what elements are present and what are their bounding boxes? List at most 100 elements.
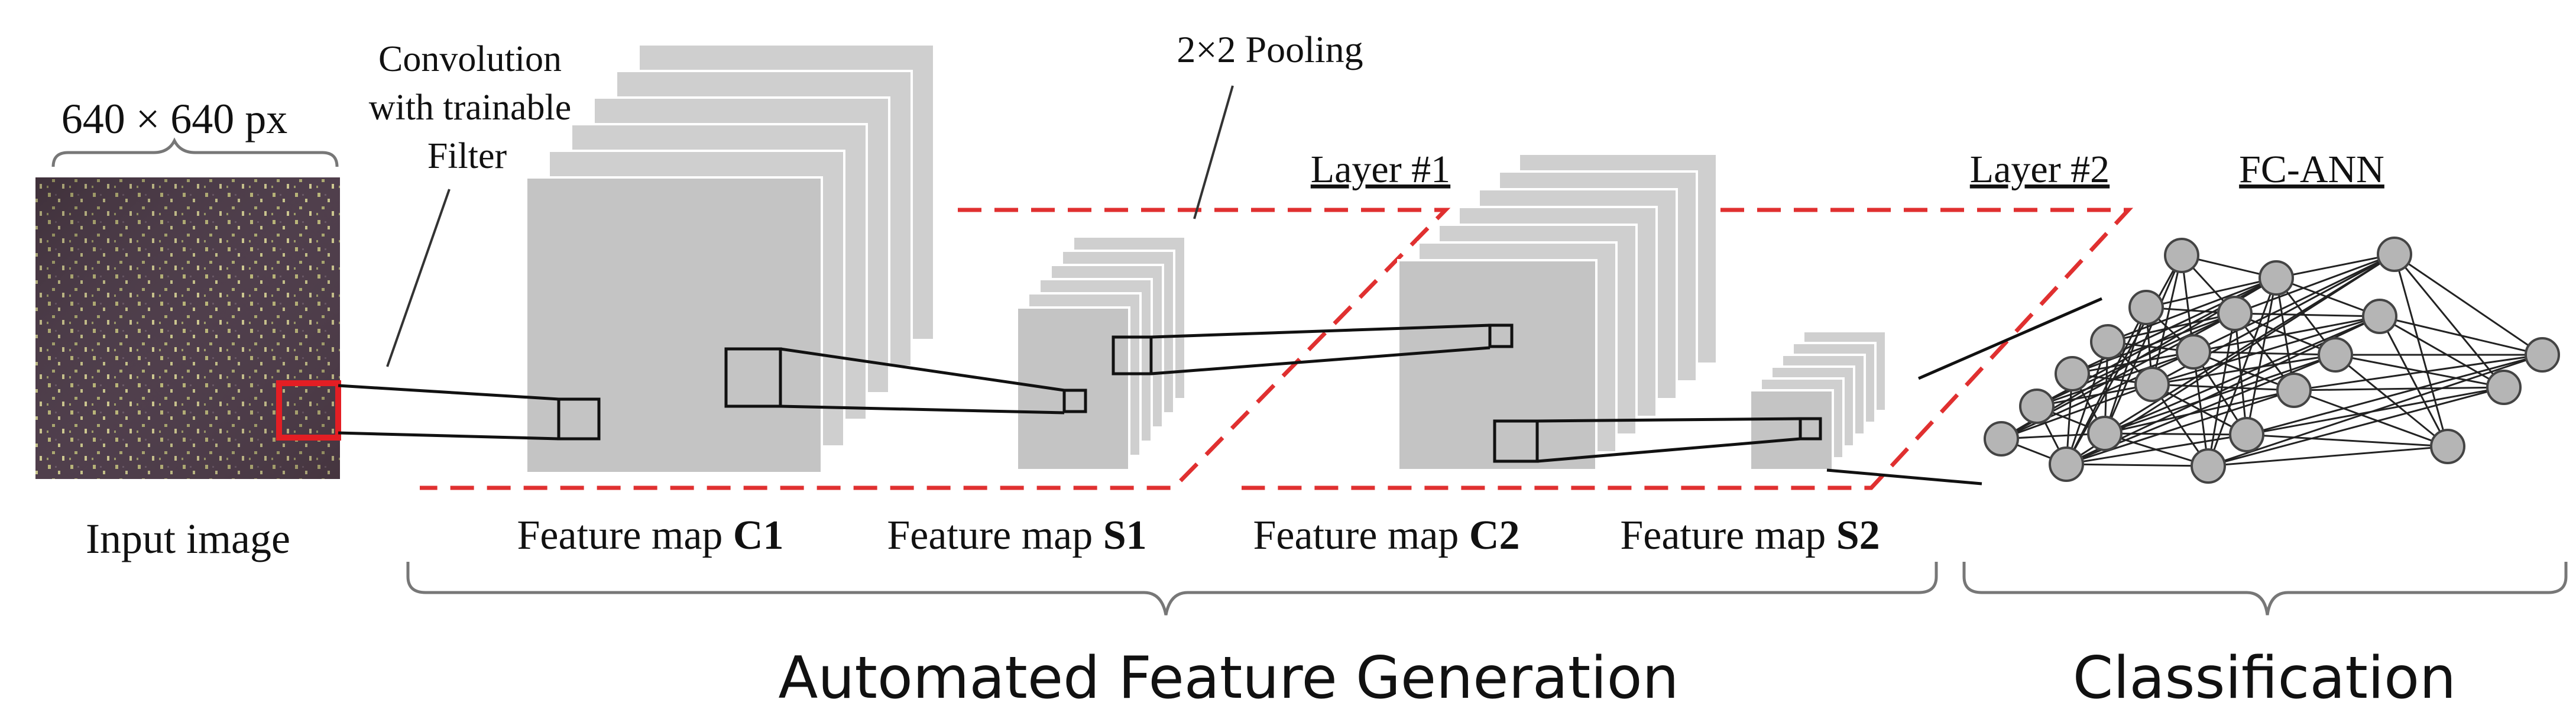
feature-map-c2-layer <box>1397 259 1598 471</box>
neuron-layer-4 <box>2486 370 2522 405</box>
fc-connection <box>2151 315 2380 386</box>
neuron-layer-3 <box>2191 448 2226 484</box>
fc-connection <box>2072 351 2194 375</box>
kernel-projection-c1-s1 <box>724 347 1087 415</box>
kernel-projection-c2-s2 <box>1493 417 1822 463</box>
neuron-layer-3 <box>2229 417 2264 452</box>
fc-connection <box>2001 383 2153 440</box>
fc-connection <box>2151 383 2295 391</box>
fc-connection <box>2104 307 2147 434</box>
fc-connection <box>2379 315 2504 389</box>
fc-connection <box>2104 255 2183 434</box>
fc-connection <box>2065 307 2147 465</box>
kernel-projection-s1-c2 <box>1112 323 1514 376</box>
feature-map-s2-label: Feature map S2 <box>1620 513 1880 558</box>
fc-connection <box>2394 253 2543 356</box>
fc-connection <box>2393 254 2505 388</box>
fc-connection <box>2335 354 2448 448</box>
feature-map-stack-s2 <box>1749 330 1887 471</box>
fc-connection <box>2146 277 2277 309</box>
fc-connection <box>2276 253 2395 279</box>
feature-map-c1-prefix: Feature map <box>517 513 733 558</box>
feature-map-stack-c2 <box>1397 153 1718 471</box>
s2-to-fc-connection <box>1826 297 2102 486</box>
fc-connection <box>2234 253 2395 315</box>
fc-connection <box>2104 253 2395 435</box>
feature-map-c1-name: C1 <box>733 513 784 558</box>
neuron-layer-2 <box>2049 446 2084 482</box>
fc-connection <box>2379 316 2449 447</box>
convolution-label-line1: Convolution <box>378 39 562 79</box>
fc-connection <box>2293 354 2543 391</box>
fc-connection <box>2036 383 2153 407</box>
fc-connection <box>2066 389 2295 465</box>
neuron-layer-2 <box>2259 260 2294 296</box>
feature-map-s2-name: S2 <box>1836 513 1880 558</box>
feature-map-s1-name: S1 <box>1103 513 1147 558</box>
fc-connection <box>2072 312 2235 375</box>
feature-map-c2-name: C2 <box>1469 513 1520 558</box>
fc-connection <box>2207 313 2236 467</box>
fc-connection <box>2246 386 2504 436</box>
fc-connection <box>2193 351 2295 391</box>
neuron-layer-2 <box>2087 416 2123 451</box>
fc-ann-network <box>1984 237 2560 484</box>
input-size-brace <box>51 137 339 167</box>
neuron-layer-1 <box>2055 356 2090 391</box>
fc-connection <box>2065 255 2183 465</box>
fc-connection <box>2104 389 2295 435</box>
input-size-label: 640 × 640 px <box>61 95 288 143</box>
convolution-label-line3: Filter <box>427 136 507 176</box>
neuron-layer-1 <box>2128 290 2164 325</box>
fc-connection <box>2192 351 2209 467</box>
layer2-label: Layer #2 <box>1970 148 2110 191</box>
fc-connection <box>2193 351 2336 356</box>
fc-connection <box>2246 354 2543 436</box>
fc-connection <box>2208 386 2504 467</box>
neuron-layer-4 <box>2430 429 2465 464</box>
receptive-field-box <box>276 380 341 441</box>
neuron-layer-1 <box>2019 389 2055 424</box>
fc-connection <box>2275 277 2295 391</box>
fc-connection <box>2065 341 2109 465</box>
neuron-layer-3 <box>2362 299 2397 334</box>
fc-connection <box>2293 386 2504 391</box>
input-image-label: Input image <box>86 515 290 562</box>
convolution-label-line2: with trainable <box>369 88 572 128</box>
convolution-pointer <box>386 189 451 367</box>
fc-connection <box>2234 312 2380 318</box>
feature-map-c1-label: Feature map C1 <box>517 513 784 558</box>
fc-connection <box>2104 432 2247 436</box>
neuron-layer-1 <box>1984 421 2019 457</box>
neuron-layer-3 <box>2276 373 2312 408</box>
feature-map-stack-c1 <box>525 43 935 474</box>
feature-map-c1-layer <box>525 176 823 474</box>
kernel-projection-input-c1 <box>338 384 601 441</box>
fc-connection <box>2151 383 2247 436</box>
neuron-layer-3 <box>2377 237 2412 272</box>
layer2-dashed-region <box>1242 208 2134 490</box>
fc-connection <box>2293 389 2448 448</box>
fc-connection <box>2151 255 2183 385</box>
neuron-layer-1 <box>2090 324 2125 360</box>
neuron-layer-1 <box>2164 238 2199 273</box>
layer1-dashed-region <box>420 208 1451 490</box>
fc-connection <box>2104 432 2209 467</box>
fc-connection <box>2246 277 2277 435</box>
feature-map-c2-label: Feature map C2 <box>1253 513 1520 558</box>
feature-map-s2-prefix: Feature map <box>1620 513 1836 558</box>
input-image <box>35 177 340 479</box>
feature-map-s1-layer <box>1016 306 1130 471</box>
fc-connection <box>2276 277 2380 318</box>
feature-map-c2-prefix: Feature map <box>1253 513 1469 558</box>
pooling-label: 2×2 Pooling <box>1177 28 1363 70</box>
fc-connection <box>2193 253 2395 353</box>
pooling-pointer <box>1193 85 1234 219</box>
feature-map-s1-label: Feature map S1 <box>887 513 1146 558</box>
classification-label: Classification <box>2073 645 2456 712</box>
fc-connection <box>2104 315 2380 435</box>
neuron-layer-2 <box>2134 367 2170 402</box>
feature-map-stack-s1 <box>1016 235 1187 471</box>
automated-feature-generation-label: Automated Feature Generation <box>778 645 1679 712</box>
